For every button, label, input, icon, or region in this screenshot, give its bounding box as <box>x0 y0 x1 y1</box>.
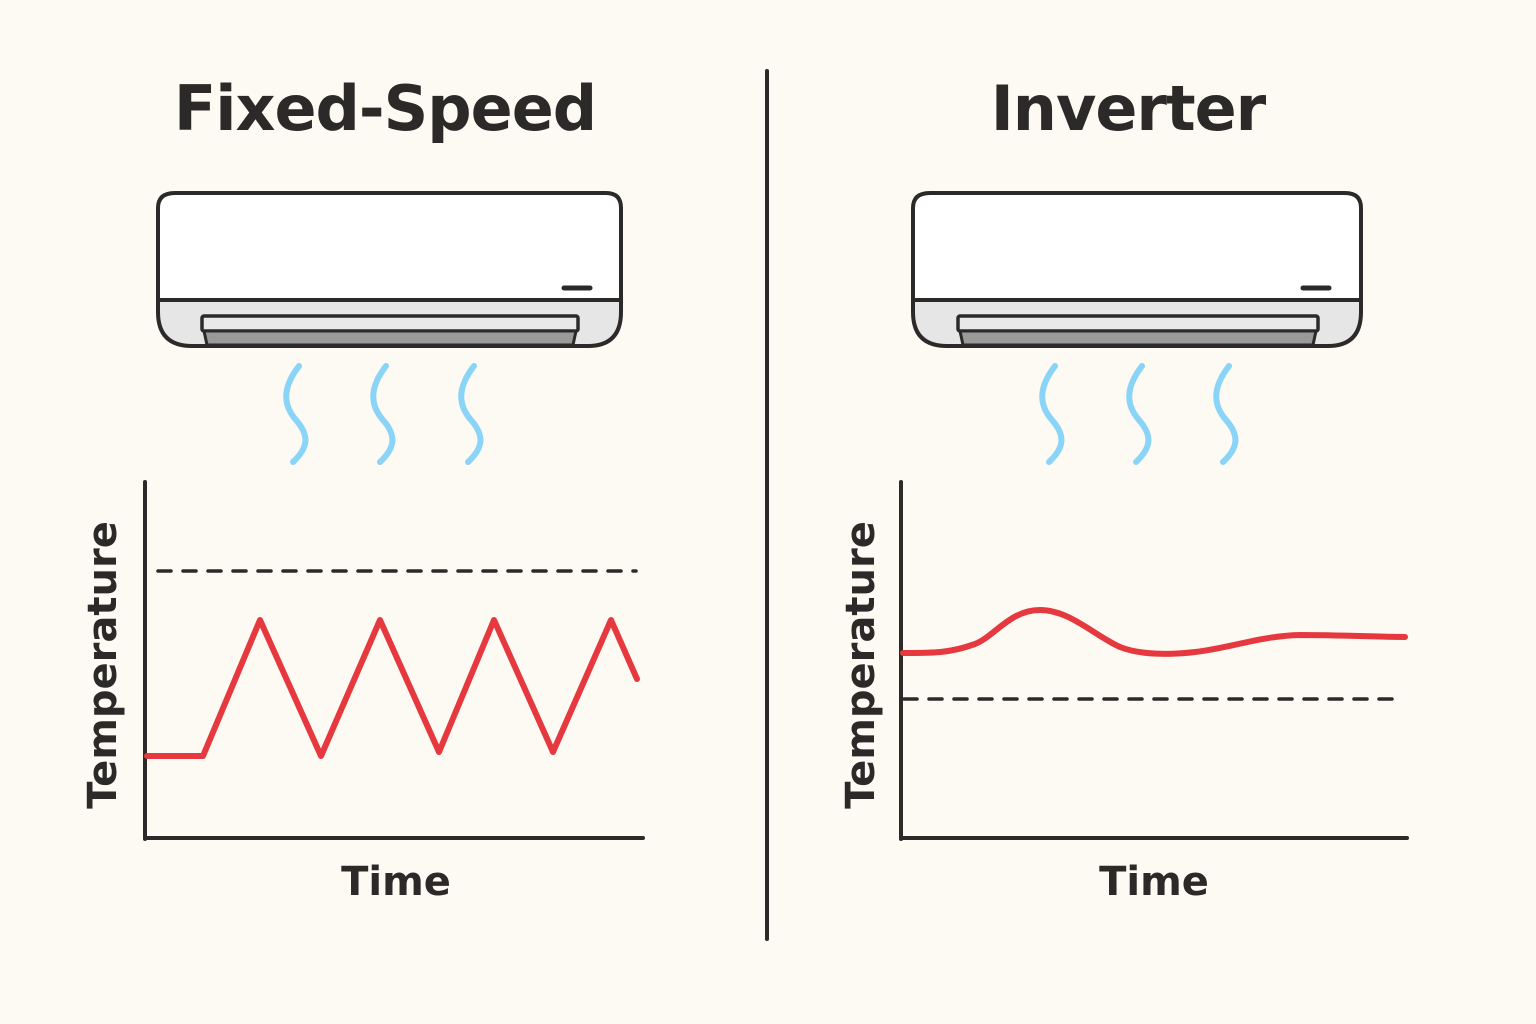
y-axis-label: Temperature <box>80 521 126 809</box>
temperature-line <box>144 617 640 759</box>
fixed-speed-temperature-chart: Temperature Time <box>80 480 645 905</box>
panel-divider <box>765 69 769 941</box>
fixed-speed-title: Fixed-Speed <box>173 72 597 145</box>
cold-air-waves-icon <box>1039 363 1239 465</box>
temperature-line <box>900 606 1408 657</box>
air-conditioner-icon <box>911 191 1363 348</box>
y-axis-label: Temperature <box>838 521 884 809</box>
x-axis-label: Time <box>1099 859 1209 905</box>
cold-air-waves-icon <box>283 363 484 465</box>
inverter-temperature-chart: Temperature Time <box>838 480 1409 905</box>
air-conditioner-icon <box>156 191 623 348</box>
x-axis-label: Time <box>341 859 451 905</box>
inverter-title: Inverter <box>990 72 1267 145</box>
